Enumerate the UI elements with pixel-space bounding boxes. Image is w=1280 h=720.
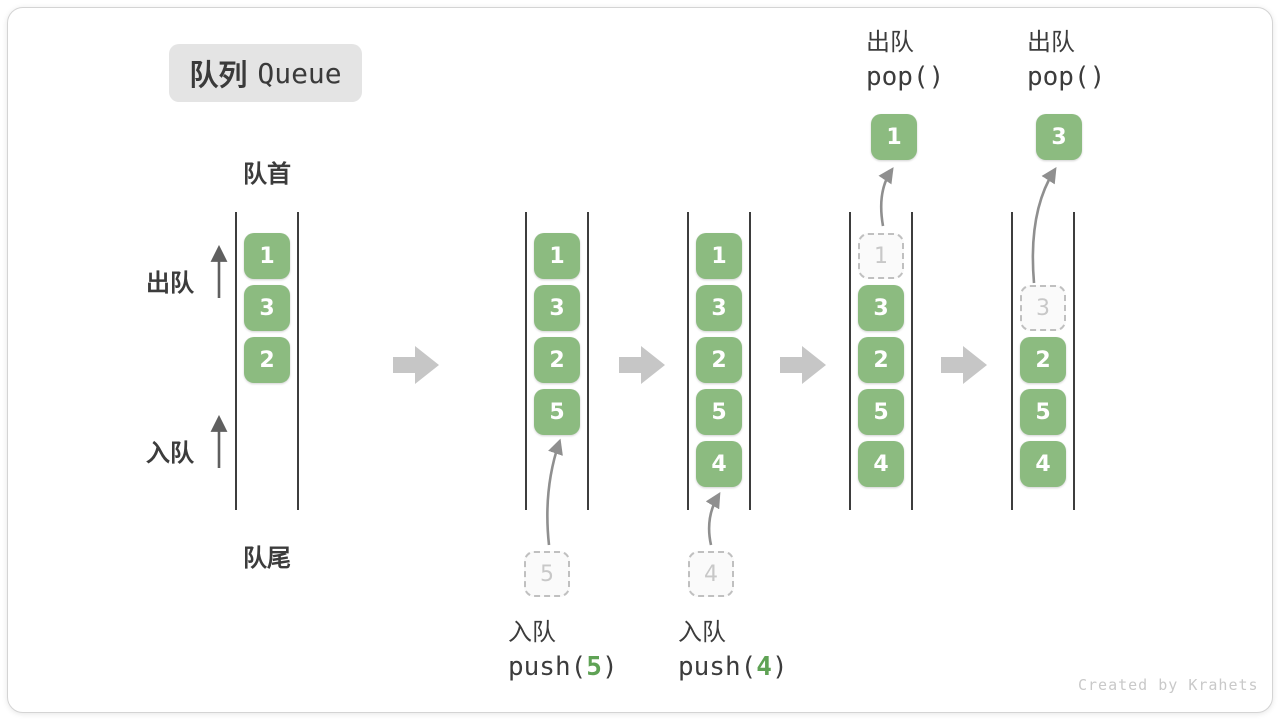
queue-state-1: 1 3 2: [235, 212, 299, 510]
incoming-item-4: 4: [688, 551, 734, 597]
queue-item: 2: [534, 337, 580, 383]
queue-item-removed: 1: [858, 233, 904, 279]
queue-item: 2: [696, 337, 742, 383]
pop-caption-zh: 出队: [866, 28, 914, 56]
queue-item: 5: [858, 389, 904, 435]
queue-state-2: 1 3 2 5: [525, 212, 589, 510]
pop-caption-2: 出队 pop(): [1027, 30, 1105, 90]
queue-rear-label: 队尾: [243, 544, 291, 572]
popped-item-3: 3: [1036, 114, 1082, 160]
queue-front-label: 队首: [243, 160, 291, 188]
queue-item: 1: [534, 233, 580, 279]
push-caption-2: 入队 push(4): [678, 620, 788, 680]
title-zh: 队列: [189, 58, 248, 92]
push-caption-code: push(4): [678, 654, 788, 680]
queue-item: 3: [696, 285, 742, 331]
watermark: Created by Krahets: [1078, 676, 1259, 694]
queue-item: 2: [244, 337, 290, 383]
queue-item: 5: [1020, 389, 1066, 435]
push-caption-zh: 入队: [678, 618, 726, 646]
queue-item: 5: [534, 389, 580, 435]
push-arg: 5: [586, 652, 602, 682]
queue-item: 3: [858, 285, 904, 331]
push-close: ): [771, 652, 788, 682]
pop-caption-1: 出队 pop(): [866, 30, 944, 90]
pop-caption-code: pop(): [866, 62, 945, 92]
push-close: ): [601, 652, 618, 682]
title-en: Queue: [257, 56, 342, 90]
dequeue-side-label: 出队: [146, 269, 194, 297]
queue-item: 3: [244, 285, 290, 331]
pop-caption-zh: 出队: [1027, 28, 1075, 56]
queue-item: 2: [1020, 337, 1066, 383]
queue-item: 4: [696, 441, 742, 487]
title-chip: 队列 Queue: [169, 44, 362, 102]
enqueue-side-label: 入队: [146, 439, 194, 467]
pop-caption-code: pop(): [1027, 62, 1106, 92]
queue-item: 1: [244, 233, 290, 279]
push-caption-zh: 入队: [508, 618, 556, 646]
queue-item: 4: [1020, 441, 1066, 487]
queue-item: 2: [858, 337, 904, 383]
queue-state-4: 1 3 2 5 4: [849, 212, 913, 510]
incoming-item-5: 5: [524, 551, 570, 597]
push-fn: push(: [508, 652, 587, 682]
popped-item-1: 1: [871, 114, 917, 160]
queue-item: 4: [858, 441, 904, 487]
push-caption-code: push(5): [508, 654, 618, 680]
diagram-canvas: [7, 7, 1273, 713]
push-caption-1: 入队 push(5): [508, 620, 618, 680]
queue-item: 5: [696, 389, 742, 435]
push-fn: push(: [678, 652, 757, 682]
queue-state-3: 1 3 2 5 4: [687, 212, 751, 510]
queue-item-removed: 3: [1020, 285, 1066, 331]
queue-state-5: 3 2 5 4: [1011, 212, 1075, 510]
queue-item: 1: [696, 233, 742, 279]
queue-item: 3: [534, 285, 580, 331]
push-arg: 4: [756, 652, 772, 682]
